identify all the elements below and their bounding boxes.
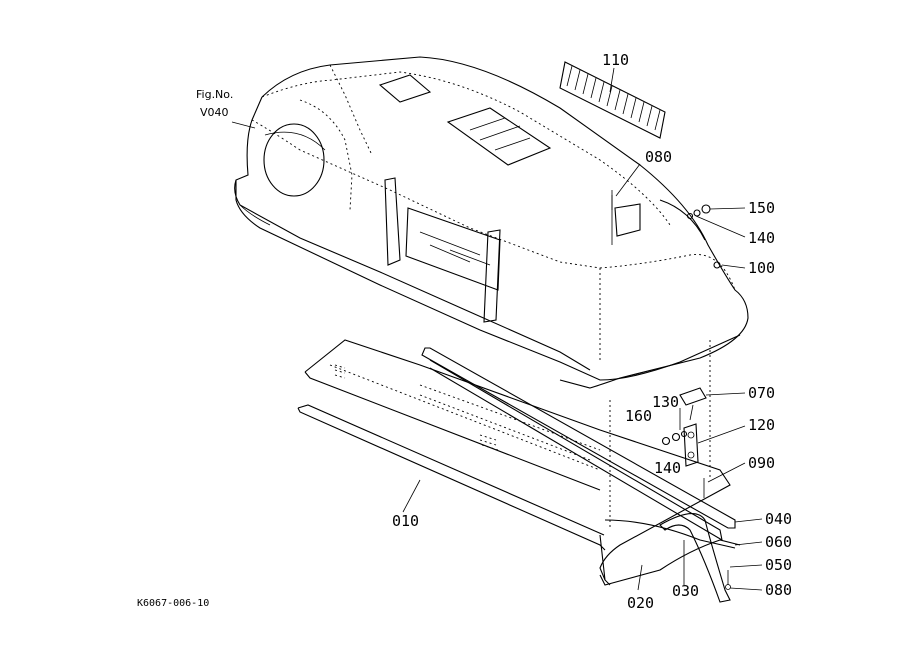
callout-020: 020 <box>627 594 654 612</box>
callout-120: 120 <box>748 416 775 434</box>
callout-050: 050 <box>765 556 792 574</box>
hardware-bolts <box>611 195 731 590</box>
callout-100: 100 <box>748 259 775 277</box>
callout-010: 010 <box>392 512 419 530</box>
callout-labels: Fig.No. V040 110 080 150 140 100 070 130… <box>137 51 792 612</box>
hinge-120 <box>683 423 699 467</box>
leader-lines <box>231 67 763 591</box>
strip-030 <box>659 513 731 603</box>
callout-080-bottom: 080 <box>765 581 792 599</box>
panel-020 <box>599 534 741 586</box>
callout-060: 060 <box>765 533 792 551</box>
callout-080-top: 080 <box>645 148 672 166</box>
callout-140-mid: 140 <box>654 459 681 477</box>
callout-160: 160 <box>625 407 652 425</box>
rail-040-060 <box>421 347 736 549</box>
bracket-070 <box>679 387 707 421</box>
decal-110 <box>559 61 666 139</box>
figure-ref-line2: V040 <box>200 106 229 119</box>
callout-140-top: 140 <box>748 229 775 247</box>
bonnet-assembly <box>234 56 749 530</box>
under-panel-010 <box>297 339 731 586</box>
callout-030: 030 <box>672 582 699 600</box>
figure-ref-line1: Fig.No. <box>196 88 233 101</box>
callout-070: 070 <box>748 384 775 402</box>
callout-110: 110 <box>602 51 629 69</box>
callout-150: 150 <box>748 199 775 217</box>
callout-130: 130 <box>652 393 679 411</box>
callout-090: 090 <box>748 454 775 472</box>
drawing-code: K6067-006-10 <box>137 598 209 609</box>
callout-040: 040 <box>765 510 792 528</box>
